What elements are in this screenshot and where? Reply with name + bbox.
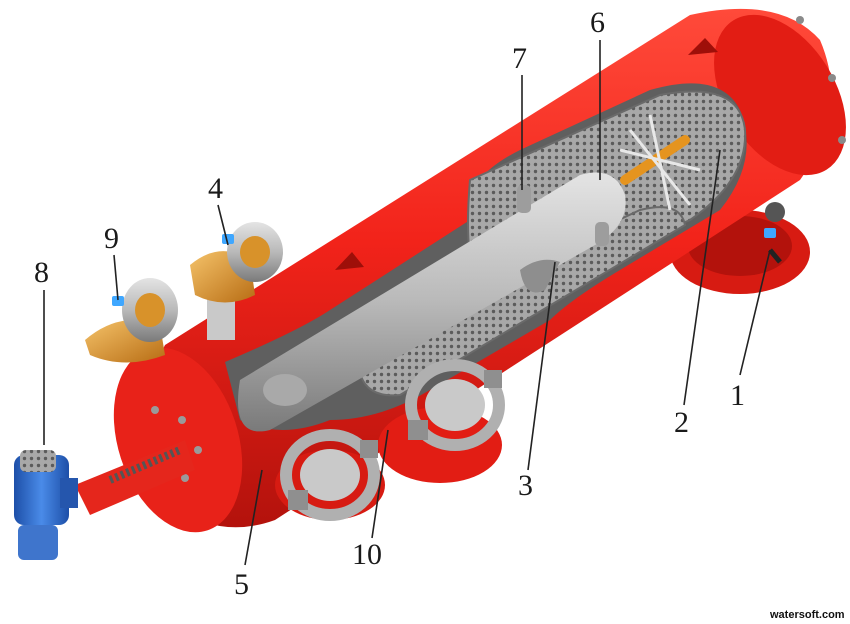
valve-fitting [112,296,124,306]
leader-2 [683,149,721,406]
flush-valve [85,278,178,363]
shaft-housing [75,440,195,515]
suction-nozzle [517,185,531,213]
callout-3: 3 [518,469,533,502]
drain-valve [764,202,785,264]
callout-7: 7 [512,42,527,75]
callout-5: 5 [234,568,249,601]
callout-9: 9 [104,222,119,255]
pressure-valve [190,222,283,340]
callout-1: 1 [730,379,745,412]
callout-2: 2 [674,406,689,439]
lifting-lug [335,252,364,270]
pipe-clamp [280,429,380,521]
callout-labels: 1 2 3 4 5 6 7 8 9 10 [34,6,745,601]
callout-4: 4 [208,172,223,205]
drive-screw [108,446,182,484]
callout-10: 10 [352,538,382,571]
leader-10 [371,429,389,539]
callout-6: 6 [590,6,605,39]
valve-fitting [222,234,234,244]
leader-lines [43,40,771,566]
leader-9 [113,254,119,301]
end-cap-right [714,14,846,176]
pipe-clamp [405,359,505,451]
leader-5 [244,469,263,566]
motor-fan-cover [20,450,56,472]
callout-8: 8 [34,256,49,289]
drive-assembly [14,347,243,560]
leader-4 [217,204,229,246]
motor-coupling [60,478,78,508]
motor-body [14,455,69,525]
fine-mesh [520,259,560,293]
shaft-end [263,374,307,406]
screen-support-spokes [619,114,701,211]
watermark: watersoft.com [769,609,845,621]
suction-nozzle [595,222,609,246]
cutaway-section [225,83,747,432]
suction-scanner-tube [238,172,626,432]
leader-1 [739,249,771,376]
valve-fitting [764,228,776,238]
lifting-lug [688,38,718,55]
gearbox [18,525,58,560]
leader-3 [527,261,556,471]
inlet-outlet-pipes [275,359,505,521]
